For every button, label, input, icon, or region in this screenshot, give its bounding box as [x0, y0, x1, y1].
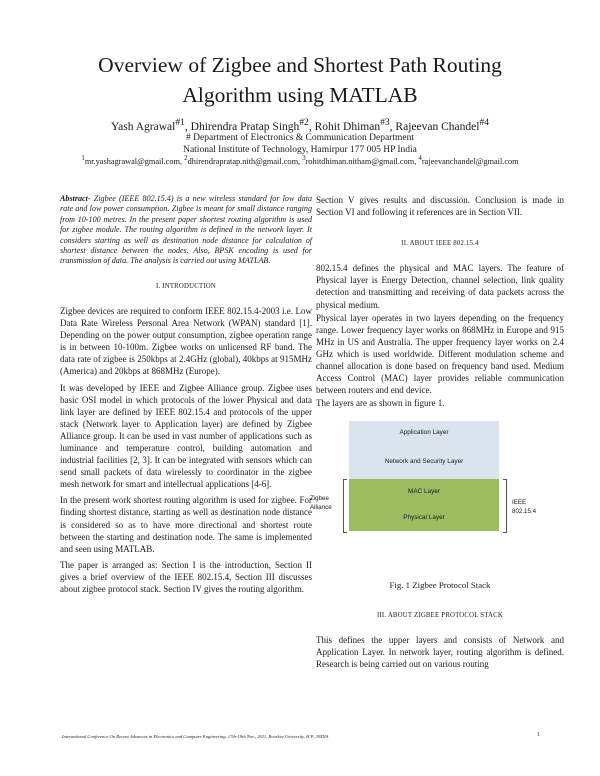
paragraph: Physical layer operates in two layers de… [316, 312, 564, 396]
author-affiliation-mark: #3 [380, 117, 390, 128]
right-column: Section V gives results and discussion. … [310, 194, 564, 674]
paragraph: This defines the upper layers and consis… [316, 634, 564, 669]
mac-layer: MAC Layer [349, 479, 499, 506]
author-name: Dhirendra Pratap Singh [190, 120, 300, 133]
email-address[interactable]: dhirendrapratap.nith@gmail.com [187, 156, 299, 166]
affiliation: # Department of Electronics & Communicat… [40, 132, 560, 156]
protocol-stack-figure: Application Layer Network and Security L… [310, 421, 564, 571]
author-name: Rohit Dhiman [314, 120, 381, 133]
paragraph: 802.15.4 defines the physical and MAC la… [316, 263, 564, 310]
abstract: Abstract- Zigbee (IEEE 802.15.4) is a ne… [60, 194, 312, 267]
paragraph: The layers are as shown in figure 1. [316, 398, 445, 409]
paragraph: In the present work shortest routing alg… [60, 495, 312, 554]
author-emails: 1mr.yashagrawal@gmail.com, 2dhirendrapra… [81, 155, 519, 166]
ieee-label: IEEE 802.15.4 [512, 499, 552, 516]
ieee-label-line-1: IEEE [512, 499, 527, 507]
email-address[interactable]: rajeevanchandel@gmail.com [421, 156, 519, 166]
section-heading-protocol-stack: III. ABOUT ZIGBEE PROTOCOL STACK [377, 611, 503, 619]
layer-label: MAC Layer [408, 488, 440, 496]
layer-label: Application Layer [399, 429, 449, 437]
paragraph: Zigbee devices are required to conform I… [60, 305, 312, 377]
paragraph: Section V gives results and discussion. … [316, 195, 564, 218]
ieee-bracket [503, 479, 507, 534]
author-affiliation-mark: #1 [175, 117, 185, 128]
email-mark: 3 [302, 155, 306, 162]
physical-layer: Physical Layer [349, 505, 499, 532]
email-mark: 4 [418, 155, 422, 162]
email-mark: 2 [184, 155, 188, 162]
page-number: 1 [537, 732, 540, 738]
email-mark: 1 [81, 155, 85, 162]
author-affiliation-mark: #4 [479, 117, 489, 128]
section-heading-introduction: I. INTRODUCTION [155, 282, 216, 290]
department: # Department of Electronics & Communicat… [186, 133, 414, 143]
layer-label: Physical Layer [403, 514, 445, 522]
figure-caption: Fig. 1 Zigbee Protocol Stack [389, 580, 491, 591]
zigbee-alliance-label: Zigbee Alliance [310, 495, 332, 511]
author-name: Rajeevan Chandel [395, 120, 480, 133]
institute: National Institute of Technology, Hamirp… [183, 145, 417, 155]
email-address[interactable]: rohitdhiman.nitham@gmail.com [305, 156, 415, 166]
email-address[interactable]: mr.yashagrawal@gmail.com [84, 156, 181, 166]
author-name: Yash Agrawal [111, 120, 176, 133]
zigbee-alliance-bracket [343, 479, 347, 534]
ieee-label-line-2: 802.15.4 [512, 507, 537, 515]
left-column: Abstract- Zigbee (IEEE 802.15.4) is a ne… [60, 194, 312, 599]
application-layer: Application Layer [349, 421, 499, 446]
layer-label: Network and Security Layer [384, 458, 464, 466]
paper-title: Overview of Zigbee and Shortest Path Rou… [40, 50, 560, 110]
author-list: Yash Agrawal#1, Dhirendra Pratap Singh#2… [111, 117, 489, 133]
abstract-label: Abstract- [60, 194, 91, 203]
conference-footer: International Conference On Recent Advan… [62, 734, 329, 739]
section-heading-ieee: II. ABOUT IEEE 802.15.4 [401, 240, 479, 248]
title-line-1: Overview of Zigbee and Shortest Path Rou… [98, 53, 502, 77]
abstract-text: Zigbee (IEEE 802.15.4) is a new wireless… [60, 194, 312, 266]
paragraph: It was developed by IEEE and Zigbee Alli… [60, 382, 312, 490]
title-line-2: Algorithm using MATLAB [182, 83, 418, 107]
paragraph: The paper is arranged as: Section I is t… [60, 559, 312, 594]
author-affiliation-mark: #2 [299, 117, 309, 128]
network-security-layer: Network and Security Layer [349, 445, 499, 480]
